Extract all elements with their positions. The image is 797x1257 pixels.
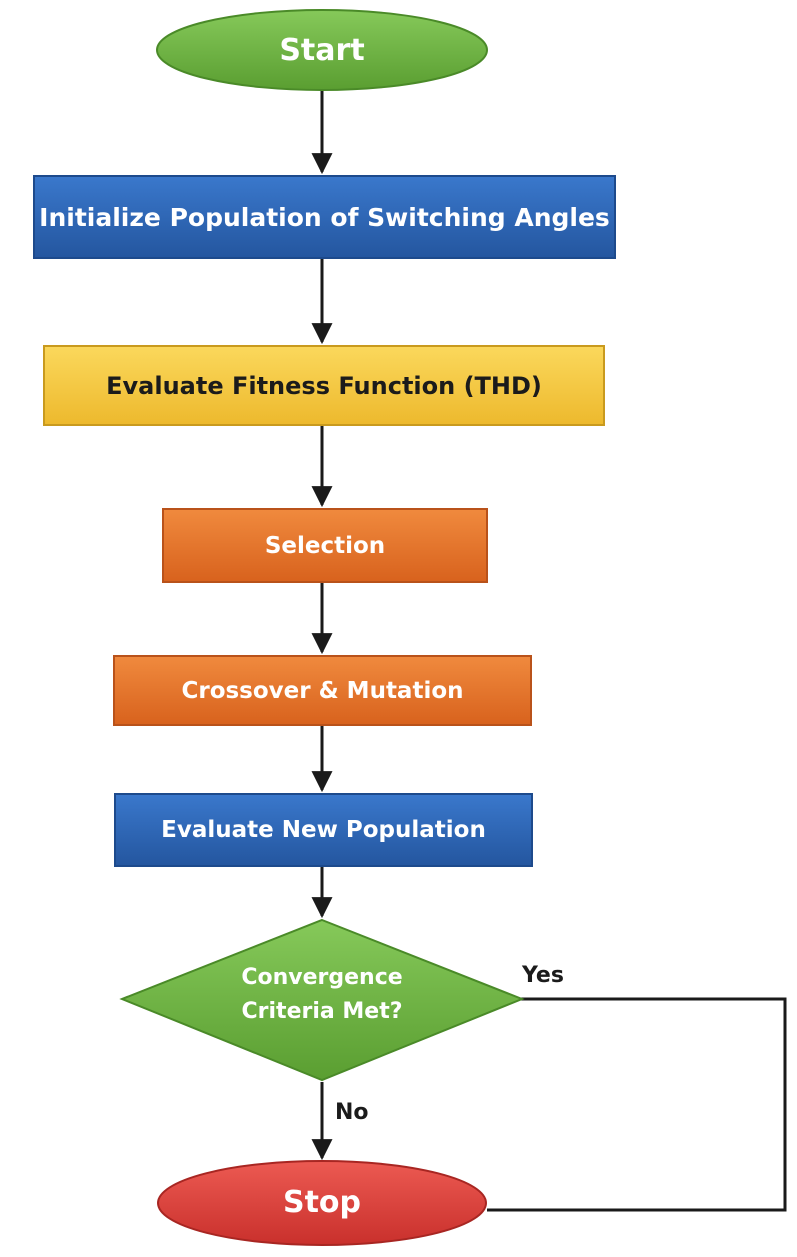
start-terminal [156,9,488,91]
connector-yes-loop [487,997,787,1212]
init-process-box [33,175,616,259]
convergence-decision-diamond [119,918,525,1082]
crossover-mutation-label: Crossover & Mutation [181,677,464,704]
no-label: No [335,1099,369,1125]
evaluate-fitness-label: Evaluate Fitness Function (THD) [106,371,542,400]
selection-box [162,508,488,583]
stop-label: Stop [282,1184,362,1220]
selection-label: Selection [264,532,386,559]
stop-terminal [157,1160,487,1246]
decision-label-line2: Criteria Met? [241,998,403,1024]
start-label: Start [279,32,365,68]
crossover-mutation-box [113,655,532,726]
evaluate-fitness-box [43,345,605,426]
evaluate-new-population-box [114,793,533,867]
decision-label-line1: Convergence [241,964,403,990]
evaluate-new-population-label: Evaluate New Population [161,817,486,843]
init-label: Initialize Population of Switching Angle… [39,202,610,232]
yes-label: Yes [522,962,564,988]
